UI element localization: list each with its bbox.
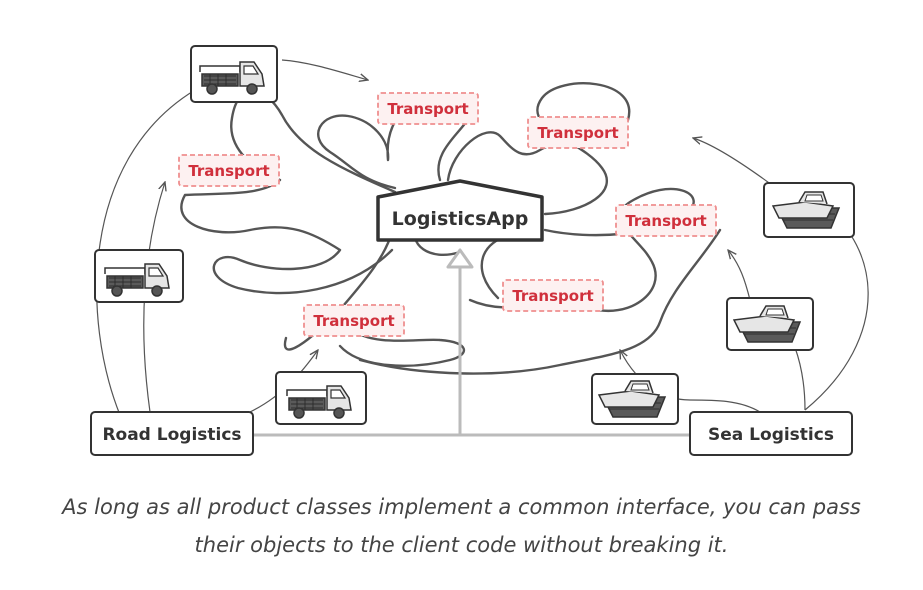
transport-label: Transport	[615, 204, 717, 237]
truck-card	[275, 371, 367, 425]
road-logistics-label: Road Logistics	[102, 425, 241, 445]
truck-card	[94, 249, 184, 303]
truck-card	[190, 45, 278, 103]
transport-label: Transport	[303, 304, 405, 337]
creation-arrows	[96, 59, 869, 416]
transport-text: Transport	[188, 162, 269, 180]
transport-label: Transport	[502, 279, 604, 312]
transport-text: Transport	[537, 124, 618, 142]
transport-text: Transport	[313, 312, 394, 330]
ship-card	[591, 373, 679, 425]
ship-card	[726, 297, 814, 351]
sea-logistics-node: Sea Logistics	[689, 411, 853, 456]
caption: As long as all product classes implement…	[62, 495, 861, 557]
transport-text: Transport	[387, 100, 468, 118]
factory-method-diagram: Transport Transport Transport Transport …	[90, 45, 869, 456]
transport-text: Transport	[512, 287, 593, 305]
transport-label: Transport	[527, 116, 629, 149]
transport-label: Transport	[178, 154, 280, 187]
inheritance-arrows	[253, 248, 690, 437]
road-logistics-node: Road Logistics	[90, 411, 254, 456]
ship-card	[763, 182, 855, 238]
transport-label: Transport	[377, 92, 479, 125]
transport-text: Transport	[625, 212, 706, 230]
logistics-app-node: LogisticsApp	[376, 179, 544, 242]
sea-logistics-label: Sea Logistics	[708, 425, 834, 445]
logistics-app-label: LogisticsApp	[392, 208, 529, 230]
